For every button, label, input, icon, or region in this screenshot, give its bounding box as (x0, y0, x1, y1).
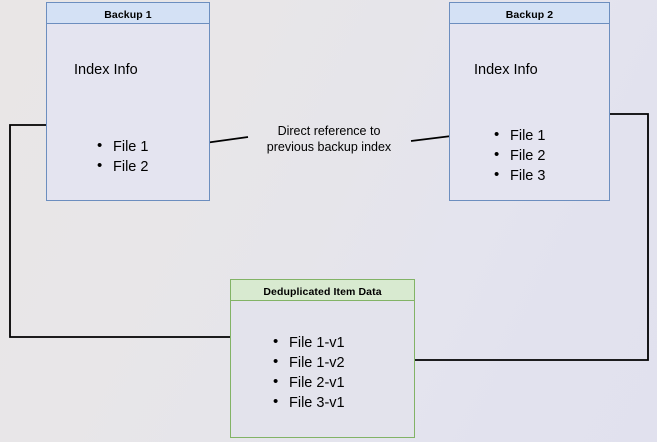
list-item: File 2 (494, 145, 545, 166)
direct-reference-annotation: Direct reference to previous backup inde… (249, 123, 409, 155)
annotation-line-1: Direct reference to (277, 124, 381, 138)
list-item: File 3 (494, 165, 545, 186)
backup-2-box: Backup 2 Index Info File 1 File 2 File 3 (449, 2, 610, 201)
list-item: File 2 (97, 156, 148, 177)
dedup-header: Deduplicated Item Data (231, 280, 414, 301)
list-item: File 1-v1 (273, 332, 345, 353)
annotation-line-2: previous backup index (266, 140, 392, 154)
backup-2-index-label: Index Info (474, 62, 538, 78)
dedup-item-list: File 1-v1 File 1-v2 File 2-v1 File 3-v1 (273, 332, 345, 413)
list-item: File 3-v1 (273, 392, 345, 413)
backup-2-file-list: File 1 File 2 File 3 (494, 125, 545, 186)
list-item: File 1 (97, 136, 148, 157)
backup-1-file-list: File 1 File 2 (97, 136, 148, 177)
deduplicated-item-data-box: Deduplicated Item Data File 1-v1 File 1-… (230, 279, 415, 438)
backup-1-box: Backup 1 Index Info File 1 File 2 (46, 2, 210, 201)
list-item: File 1-v2 (273, 352, 345, 373)
list-item: File 2-v1 (273, 372, 345, 393)
list-item: File 1 (494, 125, 545, 146)
backup-1-index-label: Index Info (74, 62, 138, 78)
backup-1-header: Backup 1 (47, 3, 209, 24)
backup-2-header: Backup 2 (450, 3, 609, 24)
